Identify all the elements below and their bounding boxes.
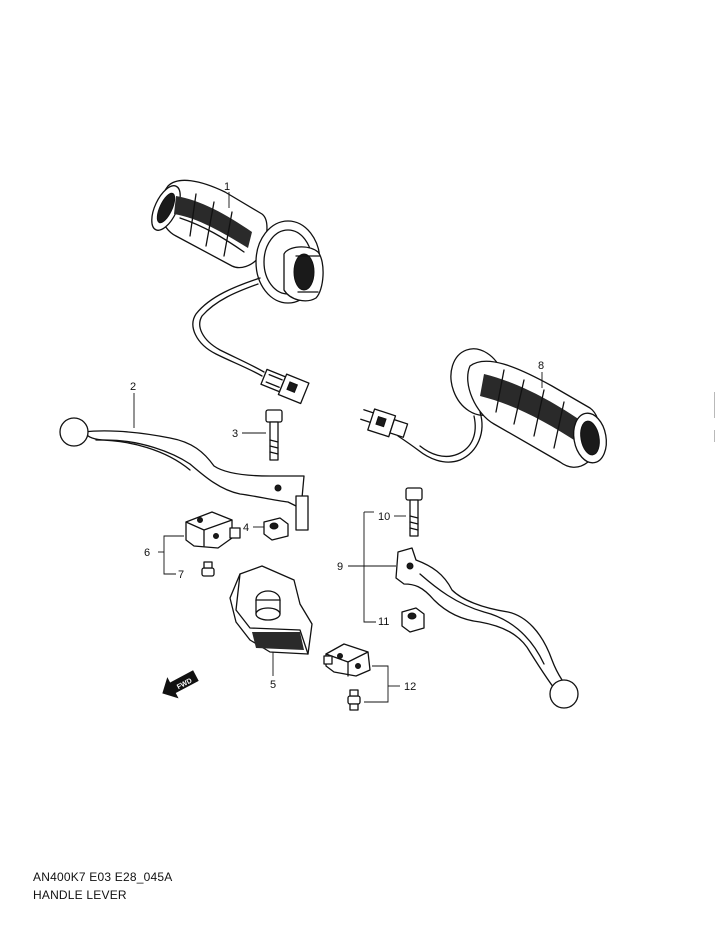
callout-8: 8 xyxy=(538,360,544,372)
callout-2: 2 xyxy=(130,381,136,393)
callout-3: 3 xyxy=(232,428,238,440)
diagram-code: AN400K7 E03 E28_045A xyxy=(33,870,173,884)
callout-9: 9 xyxy=(337,561,343,573)
nut-left: 4 xyxy=(243,517,289,541)
diagram-title: HANDLE LEVER xyxy=(33,888,127,902)
pivot-bolt-left: 3 xyxy=(232,409,283,461)
callout-4: 4 xyxy=(243,522,249,534)
callout-10: 10 xyxy=(378,511,390,523)
callout-1: 1 xyxy=(224,181,230,193)
lever-left: 2 xyxy=(59,381,309,531)
screw-right: 12 xyxy=(347,665,416,711)
callout-12: 12 xyxy=(404,681,416,693)
callout-5: 5 xyxy=(270,679,276,691)
nut-right: 11 xyxy=(378,607,425,633)
pivot-bolt-right: 10 xyxy=(378,487,423,537)
callout-7: 7 xyxy=(178,569,184,581)
forward-arrow-icon: FWD xyxy=(162,670,199,699)
callout-6: 6 xyxy=(144,547,150,559)
callout-11: 11 xyxy=(378,616,389,628)
holder-left: 6 xyxy=(144,511,241,575)
screw-left: 7 xyxy=(178,561,215,581)
master-cylinder: 5 xyxy=(229,565,313,691)
lever-right: 9 xyxy=(337,511,579,709)
scan-edge-mark xyxy=(714,392,715,418)
scan-edge-mark xyxy=(714,430,715,442)
grip-right: 8 xyxy=(360,348,607,468)
grip-left: 1 xyxy=(151,179,324,405)
holder-right xyxy=(323,643,371,677)
